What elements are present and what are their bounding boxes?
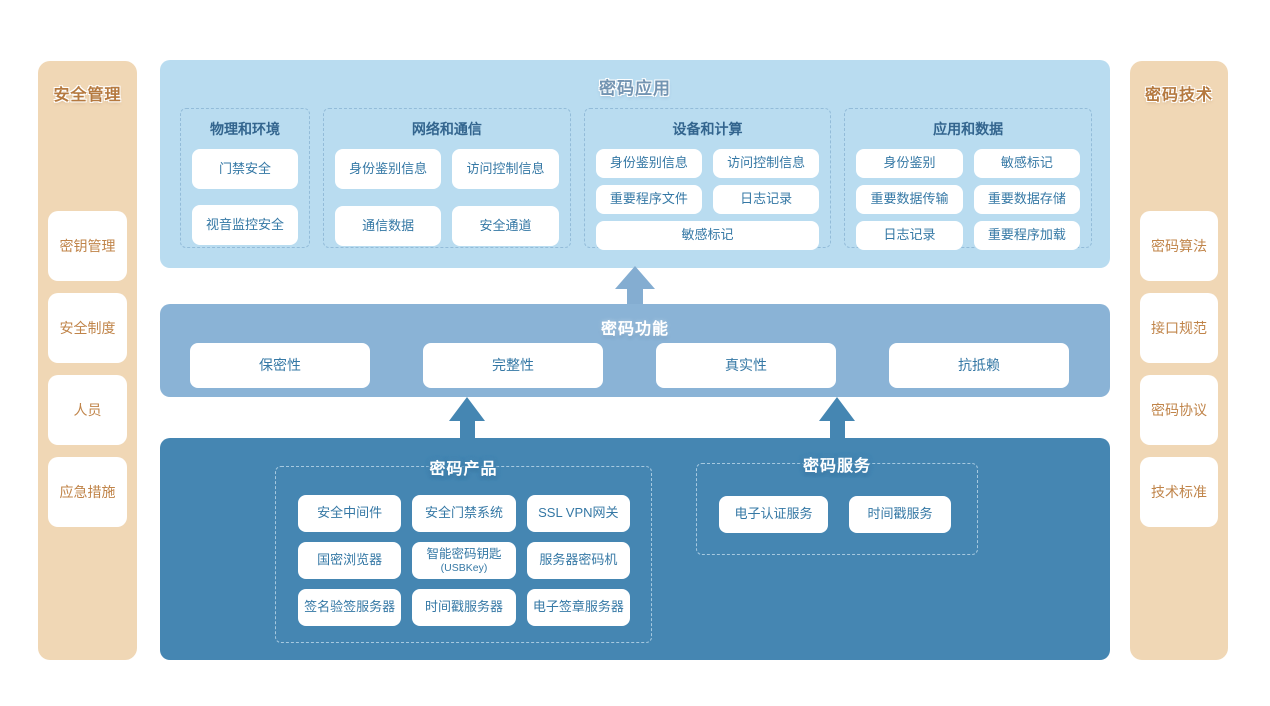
function-layer-band: 密码功能 保密性 完整性 真实性 抗抵赖 [160,304,1110,397]
authenticity-box: 真实性 [656,343,836,388]
group-network-communication-items: 身份鉴别信息 访问控制信息 通信数据 安全通道 [335,149,559,246]
crypto-technology-items: 密码算法 接口规范 密码协议 技术标准 [1140,211,1218,539]
crypto-products-group: 密码产品 安全中间件 安全门禁系统 SSL VPN网关 国密浏览器 智能密码钥匙… [275,461,652,643]
arrow-head [615,266,655,289]
security-policy-box: 安全制度 [48,293,127,363]
arrow-shaft [627,289,643,304]
video-surveillance-security-box: 视音监控安全 [192,205,298,245]
signature-verification-server-box: 签名验签服务器 [298,589,402,626]
group-physical-environment: 物理和环境 门禁安全 视音监控安全 [180,108,310,248]
smart-crypto-key-label: 智能密码钥匙 [426,547,502,562]
crypto-protocol-box: 密码协议 [1140,375,1218,445]
access-control-info-box: 访问控制信息 [452,149,559,189]
arrow-head [819,397,855,421]
group-physical-environment-items: 门禁安全 视音监控安全 [192,149,298,245]
crypto-products-items: 安全中间件 安全门禁系统 SSL VPN网关 国密浏览器 智能密码钥匙 (USB… [298,495,630,626]
log-record-box: 日志记录 [713,185,820,214]
emergency-measures-box: 应急措施 [48,457,127,527]
identity-auth-box: 身份鉴别 [856,149,963,178]
application-groups: 物理和环境 门禁安全 视音监控安全 网络和通信 身份鉴别信息 访问控制信息 通信… [180,108,1093,250]
group-physical-environment-title: 物理和环境 [210,121,280,137]
arrow-shaft [829,421,845,440]
interface-spec-box: 接口规范 [1140,293,1218,363]
application-layer-title: 密码应用 [599,79,671,98]
crypto-technology-title: 密码技术 [1144,87,1213,104]
communication-data-box: 通信数据 [335,206,442,246]
group-network-communication-title: 网络和通信 [411,121,482,137]
arrow-up-products-to-functions [449,397,485,440]
smart-crypto-key-box: 智能密码钥匙 (USBKey) [412,542,516,579]
timestamp-service-box: 时间戳服务 [849,496,951,533]
log-record-box: 日志记录 [856,221,963,250]
group-device-computing-title: 设备和计算 [672,121,743,137]
important-data-storage-box: 重要数据存储 [973,185,1081,214]
crypto-products-title: 密码产品 [429,461,498,478]
integrity-box: 完整性 [423,343,603,388]
important-program-files-box: 重要程序文件 [595,185,702,214]
confidentiality-box: 保密性 [190,343,370,388]
group-device-computing-items: 身份鉴别信息 访问控制信息 重要程序文件 日志记录 敏感标记 [595,149,820,250]
identity-auth-info-box: 身份鉴别信息 [595,149,702,178]
security-management-pillar: 安全管理 密钥管理 安全制度 人员 应急措施 [38,61,137,660]
security-access-system-box: 安全门禁系统 [412,495,516,532]
important-data-transfer-box: 重要数据传输 [856,185,963,214]
crypto-algorithm-box: 密码算法 [1140,211,1218,281]
group-application-data-title: 应用和数据 [933,121,1004,137]
sensitive-label-box: 敏感标记 [973,149,1081,178]
key-management-box: 密钥管理 [48,211,127,281]
arrow-up-functions-to-applications [615,266,655,304]
crypto-services-group: 密码服务 电子认证服务 时间戳服务 [696,458,978,555]
secure-channel-box: 安全通道 [452,206,559,246]
group-network-communication: 网络和通信 身份鉴别信息 访问控制信息 通信数据 安全通道 [323,108,571,248]
gm-browser-box: 国密浏览器 [298,542,402,579]
identity-auth-info-box: 身份鉴别信息 [335,149,442,189]
ssl-vpn-gateway-box: SSL VPN网关 [526,495,630,532]
function-layer-title: 密码功能 [600,321,669,338]
security-management-title: 安全管理 [53,87,122,104]
non-repudiation-box: 抗抵赖 [889,343,1069,388]
security-middleware-box: 安全中间件 [298,495,402,532]
e-certification-service-box: 电子认证服务 [719,496,828,533]
function-items: 保密性 完整性 真实性 抗抵赖 [190,343,1069,388]
security-management-items: 密钥管理 安全制度 人员 应急措施 [48,211,127,539]
personnel-box: 人员 [48,375,127,445]
server-crypto-machine-box: 服务器密码机 [526,542,630,579]
access-control-info-box: 访问控制信息 [713,149,820,178]
group-application-data-items: 身份鉴别 敏感标记 重要数据传输 重要数据存储 日志记录 重要程序加载 [856,149,1081,250]
e-seal-server-box: 电子签章服务器 [526,589,630,626]
access-control-security-box: 门禁安全 [192,149,298,189]
crypto-technology-pillar: 密码技术 密码算法 接口规范 密码协议 技术标准 [1130,61,1228,660]
arrow-up-services-to-functions [819,397,855,440]
group-application-data: 应用和数据 身份鉴别 敏感标记 重要数据传输 重要数据存储 日志记录 重要程序加… [844,108,1093,250]
application-layer-band: 密码应用 物理和环境 门禁安全 视音监控安全 网络和通信 身份鉴别信息 访问控制… [160,60,1110,268]
sensitive-label-box: 敏感标记 [595,221,820,250]
arrow-head [449,397,485,421]
crypto-services-items: 电子认证服务 时间戳服务 [719,496,951,533]
group-device-computing: 设备和计算 身份鉴别信息 访问控制信息 重要程序文件 日志记录 敏感标记 [583,108,832,250]
technical-standard-box: 技术标准 [1140,457,1218,527]
foundation-layer-band: 密码产品 安全中间件 安全门禁系统 SSL VPN网关 国密浏览器 智能密码钥匙… [160,438,1110,660]
important-program-load-box: 重要程序加载 [973,221,1081,250]
crypto-services-title: 密码服务 [802,458,871,475]
arrow-shaft [459,421,475,440]
usbkey-note: (USBKey) [440,561,488,574]
timestamp-server-box: 时间戳服务器 [412,589,516,626]
